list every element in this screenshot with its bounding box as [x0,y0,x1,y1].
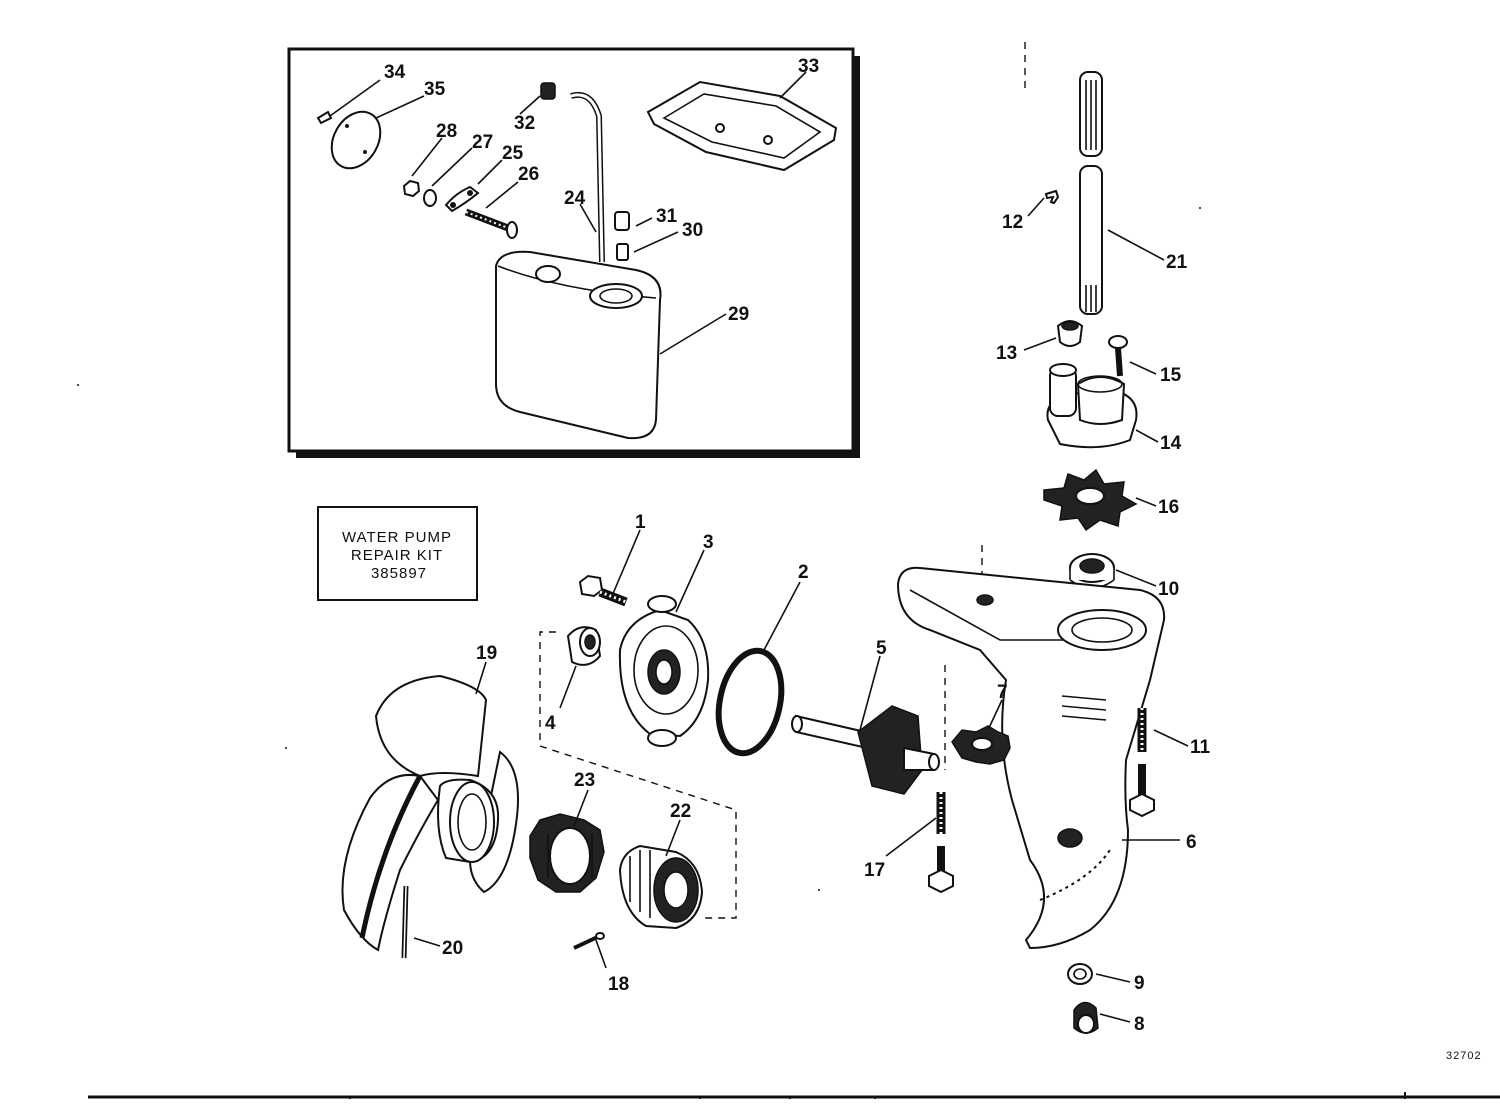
part-17-screw [928,792,954,894]
part-22-propeller-hub [618,844,704,930]
part-4-bushing [566,626,602,666]
part-30-grommet [616,243,629,261]
water-pump-kit-box: WATER PUMP REPAIR KIT 385897 [317,506,478,601]
drawing-reference: 32702 [1446,1050,1482,1062]
callout-19: 19 [476,643,497,664]
callout-16: 16 [1158,497,1179,518]
callout-24: 24 [564,188,586,209]
callout-18: 18 [608,974,629,995]
callout-20: 20 [442,938,463,959]
part-9-washer [1067,963,1093,985]
leader-lines [329,71,1189,1023]
callout-1: 1 [635,512,646,533]
part-5-propeller-shaft [791,705,940,795]
bottom-table-border [88,1092,1500,1099]
part-12-pin [1044,189,1060,205]
callout-17: 17 [864,860,885,881]
part-34-screw [316,110,333,125]
part-24-water-tube [570,92,605,263]
part-25-link [444,185,480,213]
callout-35: 35 [424,79,446,100]
part-27-washer [423,189,437,207]
part-33-gasket [646,80,838,172]
callout-32: 32 [514,113,535,134]
callout-29: 29 [728,304,749,325]
part-35-cover-plate [330,110,382,170]
callout-30: 30 [682,220,703,241]
callout-33: 33 [798,56,819,77]
part-8-drain-screw [1073,1001,1099,1034]
callout-14: 14 [1160,433,1182,454]
part-6-gearcase [896,566,1166,950]
part-16-impeller [1043,468,1138,532]
callout-28: 28 [436,121,457,142]
part-31-seal [614,211,630,231]
kit-line-1: WATER PUMP [342,529,452,546]
part-18-shear-pin [573,932,605,950]
callout-15: 15 [1160,365,1182,386]
callout-34: 34 [384,62,406,83]
part-14-pump-housing [1046,363,1138,449]
kit-line-2: REPAIR KIT [351,547,443,564]
callout-10: 10 [1158,579,1179,600]
part-20-cotter-pin [401,885,409,959]
callout-5: 5 [876,638,887,659]
part-2-o-ring [715,647,785,757]
callout-numbers: 34 35 28 27 25 26 32 24 31 30 33 29 12 2… [384,56,1211,1035]
part-19-propeller [341,674,519,952]
part-26-bolt [464,208,518,239]
callout-9: 9 [1134,973,1145,994]
callout-4: 4 [545,713,556,734]
part-15-screw [1108,335,1128,377]
part-11-stud [1129,708,1155,818]
callout-21: 21 [1166,252,1188,273]
part-29-exhaust-housing [495,250,662,440]
callout-12: 12 [1002,212,1023,233]
part-10-bearing [1069,553,1115,589]
callout-23: 23 [574,770,595,791]
callout-25: 25 [502,143,524,164]
kit-part-number: 385897 [371,565,427,582]
part-21-drive-shaft [1079,71,1103,315]
callout-27: 27 [472,132,493,153]
part-32-grommet [540,82,556,100]
callout-3: 3 [703,532,714,553]
part-7-pinion-gear [951,725,1011,765]
callout-8: 8 [1134,1014,1145,1035]
callout-13: 13 [996,343,1017,364]
part-28-nut [402,179,421,198]
part-23-spline-washer [529,813,605,893]
part-1-screw [578,574,628,607]
part-3-bearing-housing [618,595,710,747]
callout-26: 26 [518,164,539,185]
callout-2: 2 [798,562,809,583]
callout-31: 31 [656,206,678,227]
callout-11: 11 [1190,737,1211,758]
callout-6: 6 [1186,832,1197,853]
part-13-grommet [1056,320,1084,347]
callout-7: 7 [997,682,1008,703]
callout-22: 22 [670,801,691,822]
